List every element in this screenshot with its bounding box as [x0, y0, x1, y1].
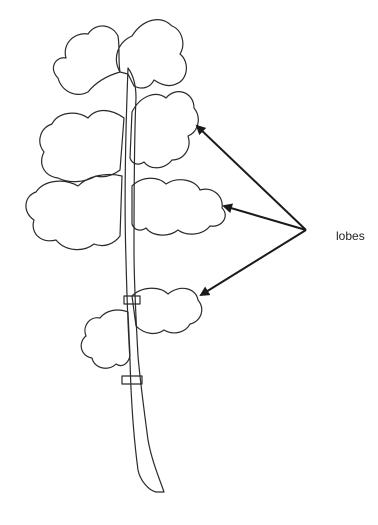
leaf-middle-right-lobe	[132, 178, 225, 235]
leaf-upper-left-lobe	[40, 111, 124, 182]
leaf-middle-left-lobe	[26, 174, 122, 249]
leaf-lower-right-lobe	[132, 288, 202, 333]
leaf-lower-left-lobe	[81, 310, 130, 368]
stem-node-lower	[122, 376, 142, 384]
leaf-upper-right-lobe	[130, 92, 198, 168]
lobes-label: lobes	[336, 229, 365, 243]
arrow-to-lower-lobe	[201, 230, 306, 295]
leaf-top-lobe	[53, 20, 186, 95]
